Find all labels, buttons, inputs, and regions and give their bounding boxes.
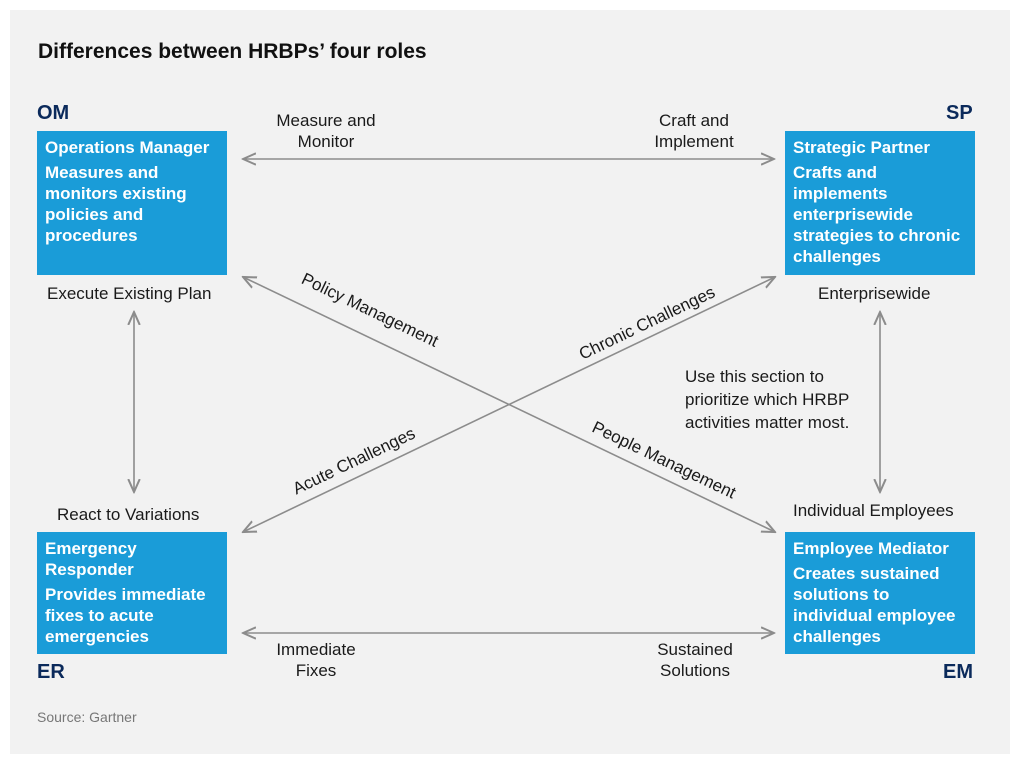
em-code: EM: [943, 661, 973, 683]
sp-desc: Crafts and implements enterprisewide str…: [793, 163, 961, 266]
label-immediate-fixes: Immediate Fixes: [276, 640, 356, 680]
employee-mediator-box: Employee Mediator Creates sustained solu…: [785, 532, 975, 654]
em-caption: Individual Employees: [793, 501, 954, 520]
er-name: Emergency Responder: [45, 539, 137, 579]
er-code: ER: [37, 661, 65, 683]
em-name: Employee Mediator: [793, 539, 949, 558]
arrow-er-sp: [243, 277, 775, 532]
om-caption: Execute Existing Plan: [47, 284, 212, 303]
label-sustained-solutions: Sustained Solutions: [657, 640, 733, 680]
arrows-layer: [10, 10, 1010, 754]
sp-code: SP: [946, 102, 973, 124]
om-name: Operations Manager: [45, 138, 210, 157]
source-note: Source: Gartner: [37, 709, 137, 725]
diagram-canvas: Differences between HRBPs’ four roles OM…: [10, 10, 1010, 754]
om-code: OM: [37, 102, 70, 124]
em-desc: Creates sustained solutions to individua…: [793, 564, 956, 646]
priority-note: Use this section to prioritize which HRB…: [685, 367, 850, 432]
operations-manager-box: Operations Manager Measures and monitors…: [37, 131, 227, 275]
label-craft-implement: Craft and Implement: [654, 111, 734, 151]
er-desc: Provides immediate fixes to acute emerge…: [45, 585, 206, 646]
strategic-partner-box: Strategic Partner Crafts and implements …: [785, 131, 975, 275]
er-caption: React to Variations: [57, 505, 200, 524]
sp-name: Strategic Partner: [793, 138, 930, 157]
sp-caption: Enterprisewide: [818, 284, 931, 303]
emergency-responder-box: Emergency Responder Provides immediate f…: [37, 532, 227, 654]
label-measure-monitor: Measure and Monitor: [276, 111, 376, 151]
om-desc: Measures and monitors existing policies …: [45, 163, 187, 245]
diagram-title: Differences between HRBPs’ four roles: [38, 40, 427, 63]
